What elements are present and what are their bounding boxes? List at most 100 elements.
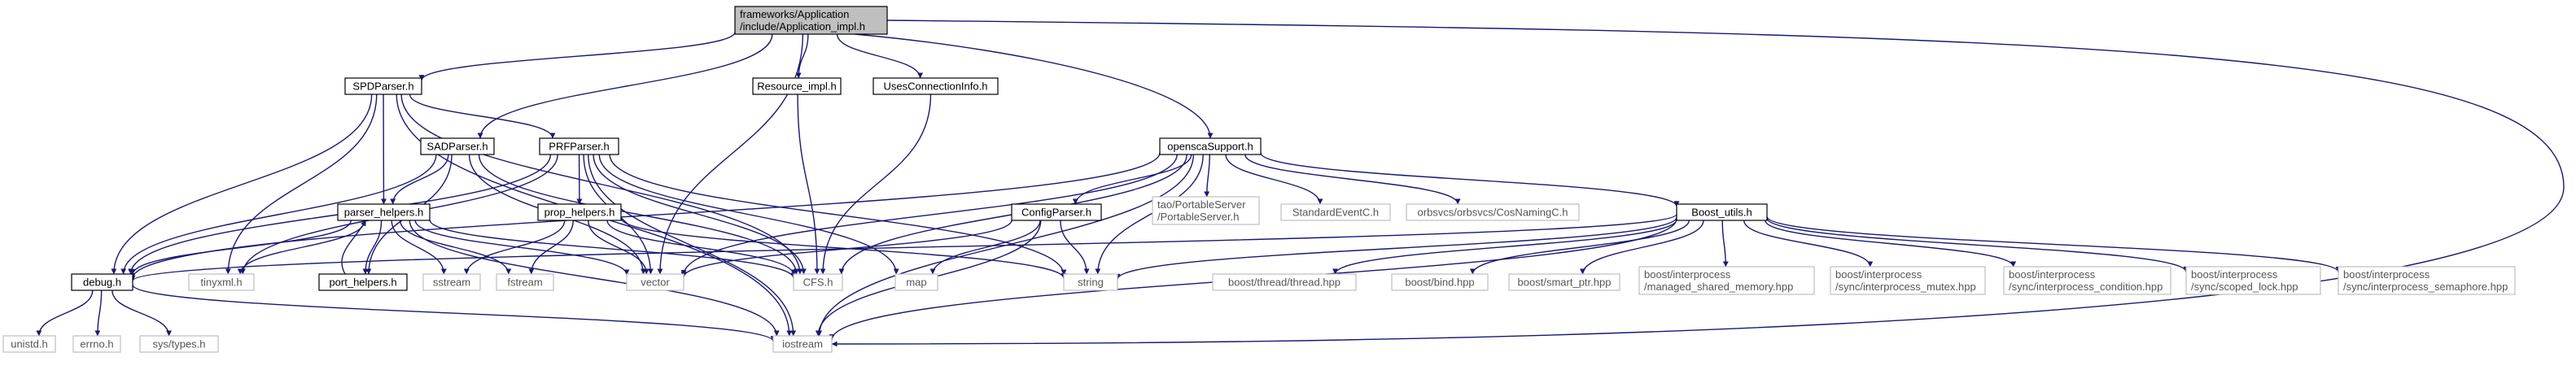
node-label-errno: errno.h (80, 338, 113, 350)
node-box-fstream (496, 273, 554, 291)
edge-configparser-to-string (1060, 220, 1090, 275)
node-box-spdparser (344, 77, 422, 95)
edge-resource-impl-to-cfs (797, 94, 820, 275)
edge-prop-helpers-to-fstream (528, 220, 574, 275)
node-debug[interactable]: debug.h (71, 273, 133, 291)
edge-parser-helpers-to-iostream (409, 220, 780, 337)
node-box-interprocess-semaphore (2338, 266, 2516, 295)
edge-sadparser-to-parser-helpers (390, 154, 449, 205)
edge-application-impl-to-spdparser (418, 32, 736, 81)
node-box-smart-ptr (1508, 273, 1620, 291)
node-box-configparser (1011, 203, 1102, 221)
node-resource-impl[interactable]: Resource_impl.h (752, 77, 842, 95)
node-label-resource-impl: Resource_impl.h (757, 81, 837, 93)
node-box-unistd (2, 335, 56, 353)
edge-application-impl-to-sadparser (477, 33, 773, 139)
node-label-sadparser: SADParser.h (426, 141, 488, 153)
node-openscasupport[interactable]: openscaSupport.h (1159, 137, 1262, 155)
node-unistd: unistd.h (2, 335, 56, 353)
node-label-application-impl: /include/Application_impl.h (740, 20, 865, 33)
node-label-prop-helpers: prop_helpers.h (545, 207, 615, 219)
edges-layer (36, 20, 2565, 347)
node-label-scoped-lock: /sync/scoped_lock.hpp (2191, 281, 2298, 293)
node-label-cosnamingc: orbsvcs/orbsvcs/CosNamingC.h (1418, 207, 1568, 219)
edge-port-helpers-to-parser-helpers (341, 220, 367, 275)
edge-boost-utils-to-string (1114, 216, 1677, 280)
node-label-interprocess-mutex: boost/interprocess (1835, 268, 1922, 281)
node-label-thread: boost/thread/thread.hpp (1228, 276, 1340, 289)
edge-boost-utils-to-scoped-lock (1766, 217, 2189, 272)
node-label-vector: vector (641, 276, 670, 289)
edge-openscasupport-to-cosnamingc (1244, 154, 1461, 205)
node-sadparser[interactable]: SADParser.h (420, 137, 495, 155)
edge-boost-utils-to-thread (1332, 219, 1677, 275)
edge-prfparser-to-string (609, 154, 1067, 276)
edge-prop-helpers-to-cfs (606, 220, 797, 276)
node-label-debug: debug.h (83, 276, 121, 289)
node-scoped-lock: boost/interprocess/sync/scoped_lock.hpp (2185, 266, 2321, 295)
edge-application-impl-to-usesconnectioninfo (836, 33, 924, 79)
node-box-prfparser (539, 137, 619, 155)
node-label-fstream: fstream (507, 276, 542, 289)
edge-openscasupport-to-boost-utils (1260, 152, 1680, 207)
node-label-unistd: unistd.h (11, 338, 48, 350)
edge-boost-utils-to-debug (129, 213, 1677, 281)
node-configparser[interactable]: ConfigParser.h (1011, 203, 1102, 221)
node-iostream: iostream (772, 335, 833, 353)
node-box-standardeventc (1280, 203, 1391, 221)
edge-application-impl-to-vector (657, 33, 804, 275)
node-cosnamingc: orbsvcs/orbsvcs/CosNamingC.h (1406, 203, 1580, 221)
edge-boost-utils-to-interprocess-semaphore (1766, 216, 2342, 272)
node-prop-helpers[interactable]: prop_helpers.h (537, 203, 622, 221)
node-box-prop-helpers (537, 203, 622, 221)
node-spdparser[interactable]: SPDParser.h (344, 77, 422, 95)
node-box-cfs (793, 273, 843, 291)
node-label-interprocess-condition: /sync/interprocess_condition.hpp (2009, 281, 2163, 293)
node-port-helpers[interactable]: port_helpers.h (318, 273, 408, 291)
node-box-iostream (772, 335, 833, 353)
node-portableserver: tao/PortableServer/PortableServer.h (1152, 196, 1260, 225)
node-sstream: sstream (422, 273, 481, 291)
edge-boost-utils-to-interprocess-mutex (1743, 220, 1874, 268)
node-label-iostream: iostream (782, 338, 823, 350)
edge-debug-to-iostream (132, 284, 776, 342)
node-bind: boost/bind.hpp (1391, 273, 1489, 291)
node-parser-helpers[interactable]: parser_helpers.h (337, 203, 431, 221)
edge-application-impl-to-iostream (831, 20, 2565, 347)
edge-openscasupport-to-standardeventc (1225, 154, 1323, 205)
node-label-interprocess-condition: boost/interprocess (2009, 268, 2096, 281)
edge-prop-helpers-to-sstream (463, 220, 566, 275)
edge-application-impl-to-resource-impl (795, 33, 809, 79)
node-label-parser-helpers: parser_helpers.h (344, 207, 424, 219)
node-label-portableserver: tao/PortableServer (1157, 198, 1246, 211)
node-map: map (894, 273, 938, 291)
node-label-scoped-lock: boost/interprocess (2191, 268, 2278, 281)
node-box-thread (1212, 273, 1357, 291)
node-boost-utils[interactable]: Boost_utils.h (1676, 203, 1768, 221)
nodes-layer: frameworks/Application/include/Applicati… (2, 6, 2516, 353)
node-label-application-impl: frameworks/Application (740, 8, 849, 20)
node-usesconnectioninfo[interactable]: UsesConnectionInfo.h (873, 77, 999, 95)
node-label-configparser: ConfigParser.h (1021, 207, 1091, 219)
node-vector: vector (626, 273, 684, 291)
node-interprocess-condition: boost/interprocess/sync/interprocess_con… (2003, 266, 2171, 295)
edge-sadparser-to-debug (120, 154, 437, 275)
node-prfparser[interactable]: PRFParser.h (539, 137, 619, 155)
node-box-vector (626, 273, 684, 291)
edge-prfparser-to-map (598, 154, 899, 275)
node-application-impl[interactable]: frameworks/Application/include/Applicati… (734, 6, 888, 35)
edge-prop-helpers-to-vector (588, 220, 649, 275)
edge-parser-helpers-to-vector (414, 220, 630, 276)
edge-boost-utils-to-smart-ptr (1580, 220, 1704, 275)
edge-openscasupport-to-string (1095, 154, 1204, 275)
edge-sadparser-to-cfs (478, 154, 799, 275)
node-label-boost-utils: Boost_utils.h (1691, 207, 1752, 219)
node-fstream: fstream (496, 273, 554, 291)
node-label-managed-shared-memory: /managed_shared_memory.hpp (1644, 281, 1793, 293)
node-label-smart-ptr: boost/smart_ptr.hpp (1518, 276, 1612, 289)
node-box-sys-types (139, 335, 219, 353)
node-box-string (1063, 273, 1118, 291)
node-label-interprocess-semaphore: boost/interprocess (2343, 268, 2430, 281)
node-label-sys-types: sys/types.h (152, 338, 205, 350)
